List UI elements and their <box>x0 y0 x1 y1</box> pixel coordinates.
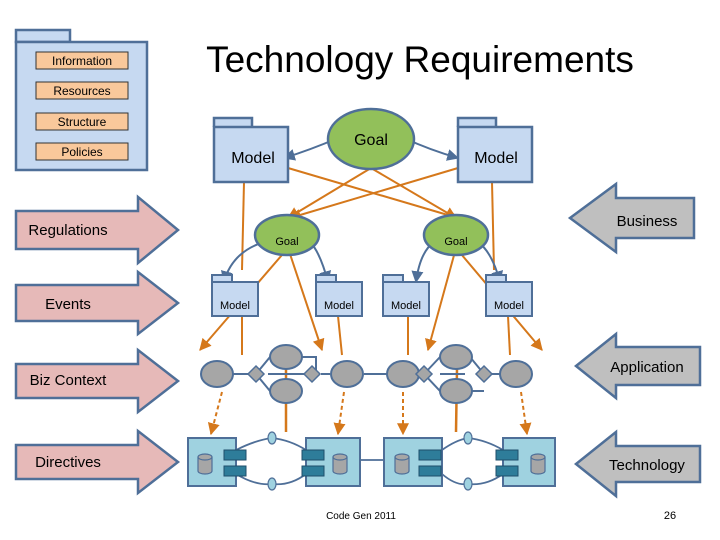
dashed-connectors <box>207 391 532 436</box>
model-top-left: Model <box>212 116 290 184</box>
application-network <box>200 344 533 404</box>
server-icon <box>223 465 247 477</box>
database-icon <box>394 457 410 475</box>
model-4: Model <box>485 274 533 317</box>
app-node <box>439 378 473 404</box>
model-top-right-label: Model <box>474 150 518 167</box>
app-node <box>269 378 303 404</box>
folder-item-information-label: Information <box>52 54 112 68</box>
technology-label: Technology <box>609 457 685 474</box>
model-top-left-label: Model <box>231 150 275 167</box>
app-node <box>439 344 473 370</box>
app-node <box>499 360 533 388</box>
model-3: Model <box>382 274 430 317</box>
biz-context-label: Biz Context <box>30 372 108 389</box>
port-icon <box>267 477 277 491</box>
layer-technology: Technology <box>573 429 702 499</box>
folder-item-resources <box>35 81 129 100</box>
page-title: Technology Requirements <box>206 39 634 80</box>
events-label: Events <box>45 296 91 313</box>
technology-network <box>187 431 556 491</box>
app-node <box>200 360 234 388</box>
database-icon <box>332 457 348 475</box>
folder-item-policies <box>35 142 129 161</box>
app-connector-diamond <box>474 364 494 384</box>
server-icon <box>223 449 247 461</box>
app-connector-diamond <box>302 364 322 384</box>
server-icon <box>495 465 519 477</box>
model-1-label: Model <box>220 300 250 312</box>
goal-top: Goal <box>326 107 416 171</box>
folder-item-policies-label: Policies <box>61 145 102 159</box>
model-top-right: Model <box>456 116 534 184</box>
model-1: Model <box>211 274 259 317</box>
app-node <box>386 360 420 388</box>
directives-label: Directives <box>35 454 101 471</box>
input-arrow-biz-context: Biz Context <box>14 347 181 415</box>
tech-node <box>383 437 443 487</box>
business-label: Business <box>617 213 678 230</box>
server-icon <box>495 449 519 461</box>
page-number: 26 <box>664 510 676 522</box>
port-icon <box>267 431 277 445</box>
input-arrow-events: Events <box>14 269 181 337</box>
goal-right-label: Goal <box>444 236 467 248</box>
folder-item-structure <box>35 112 129 131</box>
server-icon <box>418 465 442 477</box>
database-icon <box>197 457 213 475</box>
port-icon <box>463 477 473 491</box>
layer-business: Business <box>567 181 696 255</box>
server-icon <box>301 465 325 477</box>
folder-item-structure-label: Structure <box>58 115 107 129</box>
app-connector-diamond <box>246 364 266 384</box>
tech-node <box>502 437 556 487</box>
application-label: Application <box>610 359 683 376</box>
folder-item-resources-label: Resources <box>53 84 110 98</box>
folder-item-information <box>35 51 129 70</box>
regulations-label: Regulations <box>28 222 107 239</box>
app-node <box>269 344 303 370</box>
model-3-label: Model <box>391 300 421 312</box>
app-connector-diamond <box>414 364 434 384</box>
footer-source: Code Gen 2011 <box>326 511 396 522</box>
layer-application: Application <box>573 331 702 401</box>
model-2-label: Model <box>324 300 354 312</box>
info-folder: Information Resources Structure Policies <box>14 28 149 172</box>
server-icon <box>418 449 442 461</box>
goal-top-label: Goal <box>354 132 388 149</box>
goal-right: Goal <box>422 213 490 257</box>
model-4-label: Model <box>494 300 524 312</box>
input-arrow-regulations: Regulations <box>14 194 180 266</box>
input-arrow-directives: Directives <box>14 428 181 496</box>
server-icon <box>301 449 325 461</box>
model-2: Model <box>315 274 363 317</box>
goal-left-label: Goal <box>275 236 298 248</box>
goal-left: Goal <box>253 213 321 257</box>
database-icon <box>530 457 546 475</box>
app-node <box>330 360 364 388</box>
port-icon <box>463 431 473 445</box>
